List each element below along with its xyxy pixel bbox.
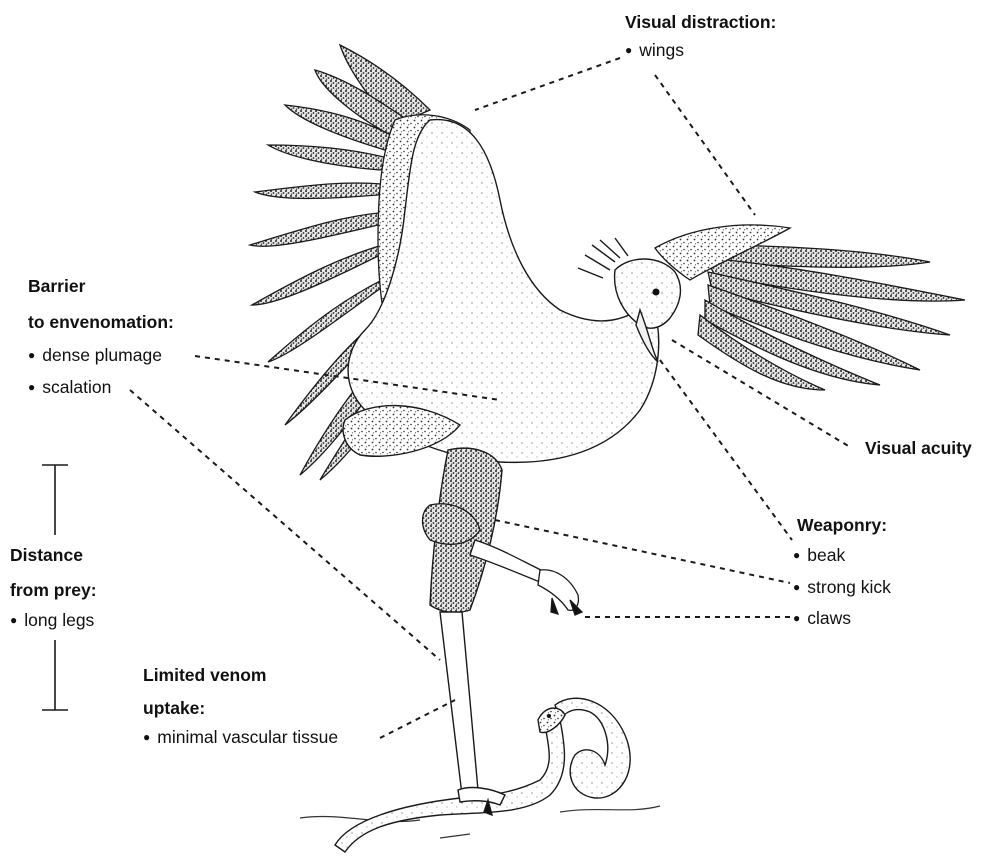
strong-kick-item: strong kick [793,577,891,599]
barrier-heading-line2: to envenomation: [28,312,174,332]
scalation-item: scalation [28,377,111,399]
visual-acuity-heading: Visual acuity [865,438,972,458]
standing-leg [430,448,502,795]
wings-item: wings [625,40,684,62]
claws-item: claws [793,608,851,630]
right-wing [655,225,965,390]
long-legs-item: long legs [10,610,94,632]
venom-heading-line2: uptake: [143,698,205,718]
minimal-vascular-tissue-item: minimal vascular tissue [143,727,338,749]
dense-plumage-item: dense plumage [28,345,162,367]
distance-heading-line1: Distance [10,545,83,565]
visual-distraction-heading: Visual distraction: [625,12,776,32]
beak-item: beak [793,545,845,567]
distance-heading-line2: from prey: [10,580,97,600]
snake [335,698,630,852]
barrier-heading-line1: Barrier [28,276,85,296]
weaponry-heading: Weaponry: [797,515,887,535]
venom-heading-line1: Limited venom [143,665,267,685]
